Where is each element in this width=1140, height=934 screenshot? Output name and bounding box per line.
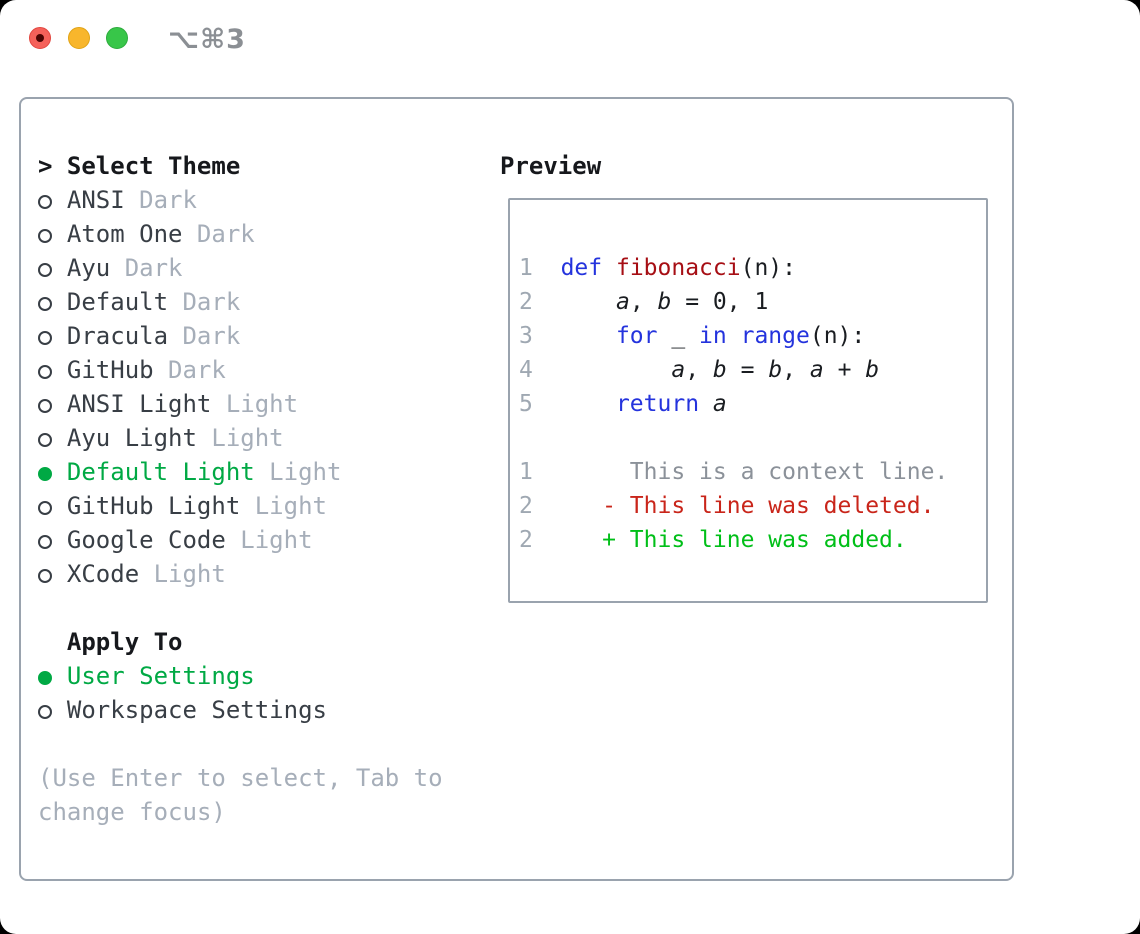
theme-variant-badge: Light (153, 560, 226, 588)
theme-option-github-light[interactable]: GitHub Light Light (38, 489, 498, 523)
preview-line: 5 return a (519, 391, 727, 417)
option-label: XCode (66, 560, 140, 588)
select-theme-title: Select Theme (66, 152, 241, 180)
radio-circle (38, 297, 52, 311)
option-label: Google Code (66, 526, 226, 554)
option-label: Dracula (66, 322, 169, 350)
minimize-traffic-light-icon[interactable] (68, 27, 90, 49)
theme-variant-badge: Dark (168, 356, 226, 384)
option-label: GitHub (66, 356, 154, 384)
theme-option-google-code[interactable]: Google Code Light (38, 523, 498, 557)
radio-circle (38, 671, 52, 685)
theme-variant-badge: Light (254, 492, 327, 520)
radio-circle (38, 331, 52, 345)
option-label: ANSI (66, 186, 125, 214)
close-traffic-light-icon[interactable] (29, 27, 51, 49)
hint-line: (Use Enter to select, Tab to (38, 764, 443, 792)
option-label: ANSI Light (66, 390, 212, 418)
theme-option-ansi[interactable]: ANSI Dark (38, 183, 498, 217)
radio-circle (38, 535, 52, 549)
option-label: User Settings (66, 662, 255, 690)
theme-variant-badge: Light (269, 458, 342, 486)
radio-circle (38, 705, 52, 719)
theme-variant-badge: Light (225, 390, 299, 418)
theme-variant-badge: Dark (182, 288, 241, 316)
theme-variant-badge: Light (240, 526, 313, 554)
radio-selected-icon (38, 455, 67, 489)
radio-circle (38, 569, 52, 583)
hint-line: change focus) (38, 798, 226, 826)
radio-icon (38, 285, 67, 319)
option-label: Atom One (66, 220, 183, 248)
theme-option-atom-one[interactable]: Atom One Dark (38, 217, 498, 251)
radio-circle (38, 229, 52, 243)
preview-line: 1 def fibonacci(n): (519, 255, 796, 281)
radio-circle (38, 195, 52, 209)
radio-circle (38, 467, 52, 481)
radio-icon (38, 523, 67, 557)
radio-icon (38, 353, 67, 387)
radio-circle (38, 263, 52, 277)
theme-option-ansi-light[interactable]: ANSI Light Light (38, 387, 498, 421)
option-label: Workspace Settings (66, 696, 327, 724)
radio-icon (38, 217, 67, 251)
radio-selected-icon (38, 659, 67, 693)
apply-option-user-settings[interactable]: User Settings (38, 659, 498, 693)
select-theme-header: > Select Theme (38, 149, 498, 183)
radio-icon (38, 319, 67, 353)
radio-circle (38, 501, 52, 515)
theme-variant-badge: Dark (196, 220, 255, 248)
apply-to-title: Apply To (66, 628, 183, 656)
option-label: Default Light (66, 458, 255, 486)
preview-line (519, 421, 948, 455)
radio-icon (38, 183, 67, 217)
title-bar: ⌥⌘3 (0, 0, 1140, 76)
radio-icon (38, 251, 67, 285)
theme-option-xcode[interactable]: XCode Light (38, 557, 498, 591)
radio-icon (38, 421, 67, 455)
theme-option-dracula[interactable]: Dracula Dark (38, 319, 498, 353)
preview-line: 4 a, b = b, a + b (519, 357, 880, 383)
zoom-traffic-light-icon[interactable] (106, 27, 128, 49)
preview-line: 2 - This line was deleted. (519, 493, 935, 519)
theme-option-default[interactable]: Default Dark (38, 285, 498, 319)
preview-line: 2 a, b = 0, 1 (519, 289, 769, 315)
window-title: ⌥⌘3 (168, 24, 246, 55)
option-label: Ayu Light (66, 424, 197, 452)
option-label: GitHub Light (66, 492, 241, 520)
theme-option-ayu[interactable]: Ayu Dark (38, 251, 498, 285)
theme-variant-badge: Dark (139, 186, 197, 214)
preview-line: 2 + This line was added. (519, 527, 907, 553)
theme-variant-badge: Light (211, 424, 284, 452)
radio-circle (38, 433, 52, 447)
prompt-chevron-icon: > (38, 152, 53, 180)
preview-code: 1 def fibonacci(n): 2 a, b = 0, 1 3 for _ … (519, 251, 948, 557)
unsaved-dot-icon (36, 34, 44, 42)
preview-pane: 1 def fibonacci(n): 2 a, b = 0, 1 3 for _ … (508, 198, 988, 603)
apply-option-workspace-settings[interactable]: Workspace Settings (38, 693, 498, 727)
preview-line: 1 This is a context line. (519, 459, 949, 485)
radio-circle (38, 399, 52, 413)
radio-circle (38, 365, 52, 379)
radio-icon (38, 387, 67, 421)
option-label: Default (66, 288, 169, 316)
radio-icon (38, 557, 67, 591)
radio-icon (38, 693, 67, 727)
theme-option-ayu-light[interactable]: Ayu Light Light (38, 421, 498, 455)
theme-variant-badge: Dark (124, 254, 183, 282)
theme-variant-badge: Dark (182, 322, 241, 350)
theme-option-github[interactable]: GitHub Dark (38, 353, 498, 387)
keyboard-hint: (Use Enter to select, Tab to change focu… (38, 761, 498, 829)
theme-option-default-light[interactable]: Default Light Light (38, 455, 498, 489)
preview-line: 3 for _ in range(n): (519, 323, 866, 349)
radio-icon (38, 489, 67, 523)
apply-to-header: Apply To (38, 625, 498, 659)
option-label: Ayu (66, 254, 111, 282)
preview-title: Preview (500, 152, 602, 180)
